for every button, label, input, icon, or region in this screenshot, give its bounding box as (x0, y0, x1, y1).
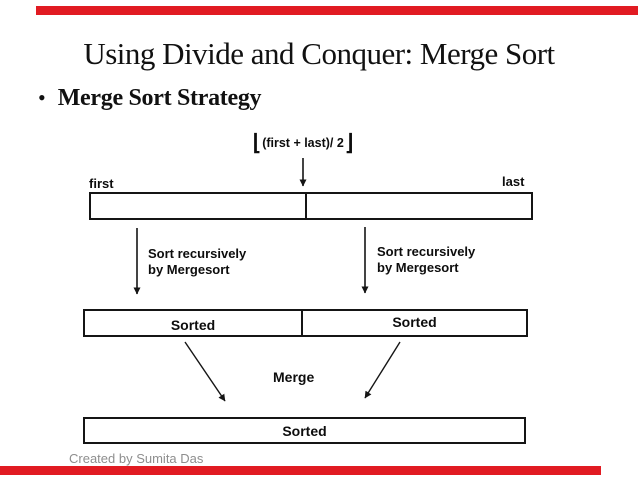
midpoint-formula: ⌊ (first + last)/ 2 ⌋ (203, 129, 403, 157)
right-recurse-caption: Sort recursively by Mergesort (377, 244, 475, 276)
merge-left-arrow (184, 341, 226, 402)
left-recurse-caption: Sort recursively by Mergesort (148, 246, 246, 278)
bottom-accent-bar (0, 466, 601, 475)
credit-text: Created by Sumita Das (69, 451, 204, 466)
sorted-right-half: Sorted (392, 314, 437, 330)
last-label: last (502, 174, 525, 189)
sorted-halves-box: Sorted Sorted (83, 309, 528, 337)
merge-right-arrow (364, 341, 401, 399)
sorted-array-box: Sorted (83, 417, 526, 444)
merge-label: Merge (273, 369, 315, 385)
first-label: first (89, 176, 114, 191)
left-recurse-line2: by Mergesort (148, 262, 230, 277)
bullet-item: • Merge Sort Strategy (38, 84, 262, 112)
sorted-left-half: Sorted (85, 311, 303, 335)
formula-body: (first + last)/ 2 (262, 136, 344, 150)
right-recurse-line2: by Mergesort (377, 260, 459, 275)
right-recurse-line1: Sort recursively (377, 244, 476, 259)
bullet-icon: • (38, 85, 46, 110)
bullet-text: Merge Sort Strategy (57, 85, 262, 111)
unsorted-left-half (91, 194, 307, 218)
floor-open-bracket: ⌊ (252, 130, 262, 155)
slide-title: Using Divide and Conquer: Merge Sort (83, 36, 555, 71)
top-accent-bar (36, 6, 638, 15)
unsorted-right-half (307, 194, 531, 218)
floor-close-bracket: ⌋ (344, 130, 354, 155)
left-recurse-line1: Sort recursively (148, 246, 247, 261)
sorted-array-label: Sorted (282, 422, 327, 439)
unsorted-array-box (89, 192, 533, 220)
